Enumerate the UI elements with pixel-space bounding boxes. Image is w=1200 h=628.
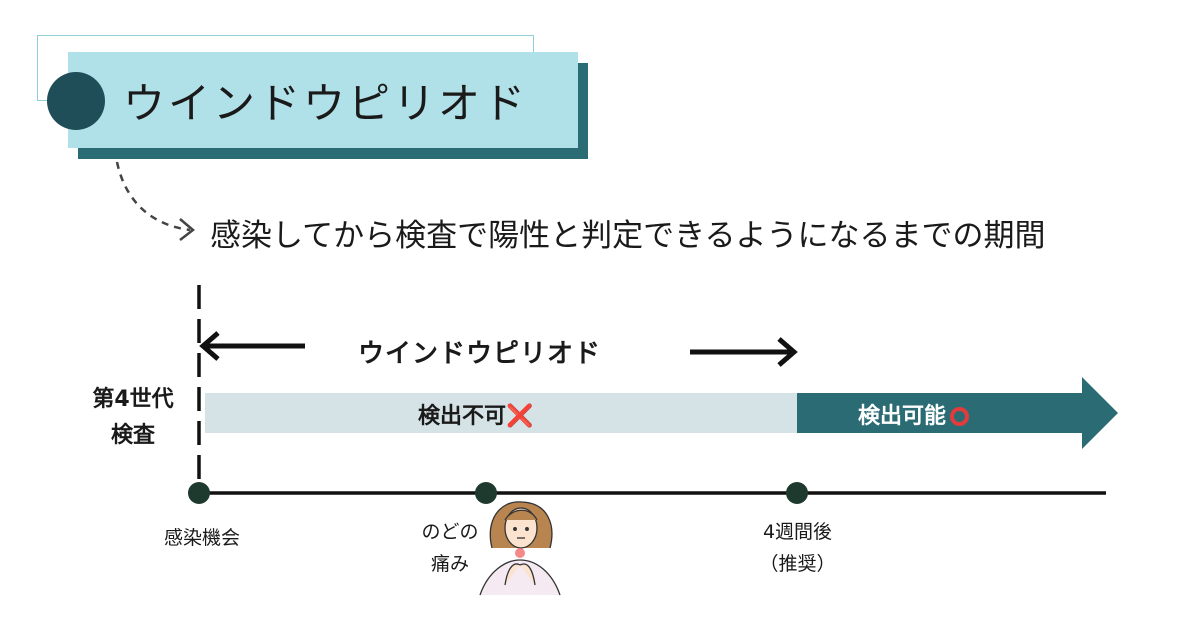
- timeline-dot-4weeks: [786, 482, 808, 504]
- test-generation-label: 第4世代 検査: [78, 382, 188, 454]
- test-generation-line1: 第4世代: [92, 387, 174, 412]
- undetectable-bar: [205, 393, 797, 433]
- cross-icon: ❌: [506, 404, 534, 429]
- curved-dashed-arrow: [115, 161, 191, 232]
- timeline-label-infection: 感染機会: [163, 527, 240, 549]
- timeline-dot-throat: [475, 482, 497, 504]
- throat-line1: のどの: [421, 521, 479, 543]
- timeline-label-4weeks: 4週間後 （推奨）: [735, 516, 860, 580]
- curved-arrow-head: [179, 218, 195, 241]
- period-right-arrow-head: [777, 337, 798, 367]
- throat-line2: 痛み: [430, 553, 469, 575]
- test-generation-line2: 検査: [110, 423, 155, 448]
- subtitle-definition: 感染してから検査で陽性と判定できるようになるまでの期間: [210, 218, 1046, 254]
- title-dot-icon: [47, 72, 105, 130]
- circle-icon: [950, 407, 970, 426]
- four-weeks-line1: 4週間後: [762, 521, 833, 543]
- four-weeks-line2: （推奨）: [759, 553, 836, 575]
- period-left-arrow-head: [199, 331, 220, 361]
- timeline-label-throat: のどの 痛み: [410, 516, 490, 580]
- timeline-dot-infection: [188, 482, 210, 504]
- page-title: ウインドウピリオド: [123, 79, 529, 128]
- detectable-text: 検出可能: [858, 404, 947, 429]
- undetectable-text: 検出不可: [418, 404, 507, 429]
- sore-throat-woman-illustration: [479, 501, 561, 596]
- detectable-label: 検出可能: [858, 398, 970, 430]
- title-box: [68, 52, 578, 148]
- window-period-label: ウインドウピリオド: [358, 339, 602, 369]
- undetectable-label: 検出不可❌: [418, 398, 533, 430]
